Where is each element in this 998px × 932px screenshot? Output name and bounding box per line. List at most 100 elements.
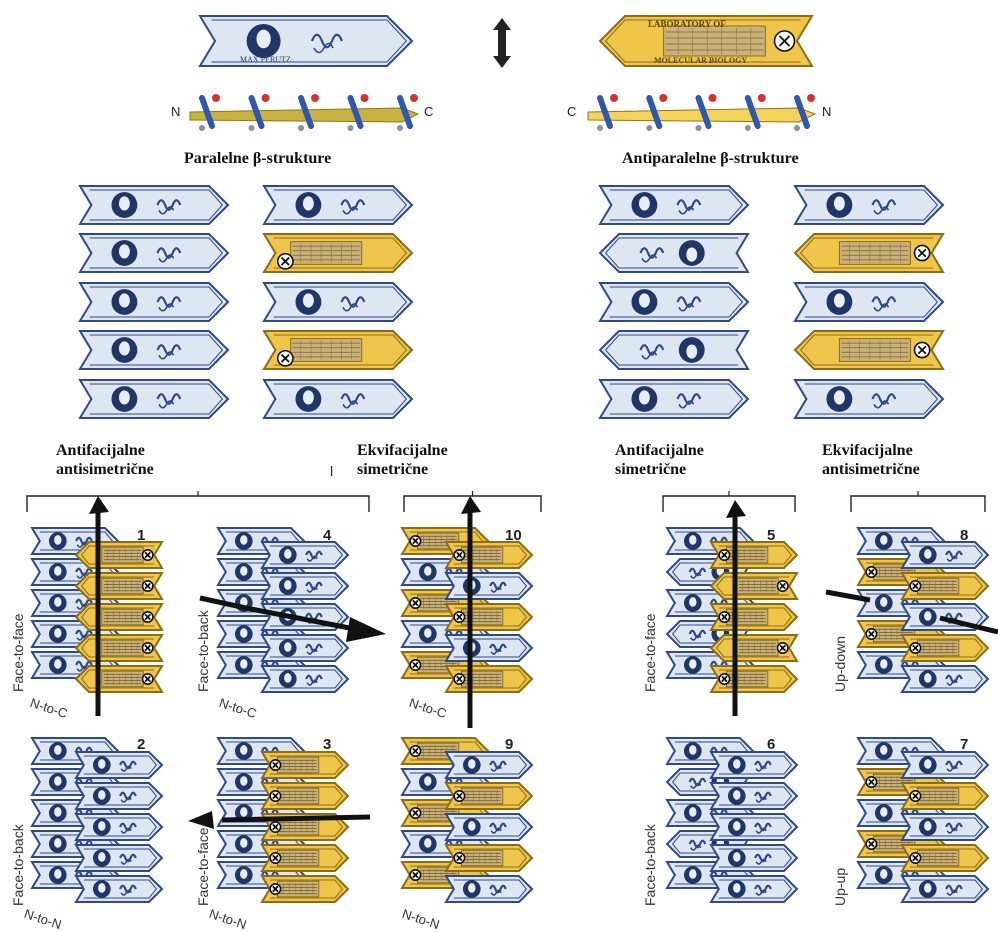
protein-ribbon — [678, 303, 695, 312]
oxygen-atom — [610, 94, 618, 102]
x-badge-mark — [412, 661, 419, 669]
class-bracket — [26, 495, 370, 512]
protein-ribbon — [873, 303, 890, 312]
portrait-face — [924, 611, 932, 621]
symmetry-axis — [221, 814, 371, 823]
protein-ribbon — [690, 634, 702, 641]
banknote-outline — [198, 15, 414, 67]
oxygen-atom — [659, 94, 668, 102]
portrait-face — [284, 642, 292, 652]
class-bracket — [662, 495, 796, 512]
class-label-antifacial-antisymmetric: Antifacijalne antisimetrične — [56, 442, 154, 478]
protein-ribbon — [946, 827, 958, 834]
banknote-border — [609, 383, 744, 415]
portrait-face — [880, 659, 888, 669]
axis-arrowhead — [188, 811, 214, 829]
backbone-bond — [744, 95, 761, 129]
blue-banknote — [260, 541, 350, 569]
portrait-face — [54, 597, 62, 607]
symmetry-axis — [199, 595, 247, 611]
backbone-bond — [347, 95, 364, 129]
portrait-face — [240, 838, 248, 848]
banknote-border — [453, 817, 528, 837]
x-badge-mark — [456, 551, 463, 559]
protein-ribbon — [676, 296, 702, 308]
banknote-border — [273, 286, 408, 318]
strand-left-n-label: N — [171, 104, 181, 119]
x-badge-mark — [280, 256, 290, 266]
panel-side-label: Face-to-face — [642, 613, 658, 692]
portrait-face — [54, 807, 62, 817]
backbone-bond — [397, 95, 413, 129]
protein-ribbon — [120, 858, 132, 865]
portrait-face — [240, 628, 248, 638]
portrait-face — [468, 759, 476, 769]
portrait-face — [468, 821, 476, 831]
blue-banknote — [74, 844, 164, 872]
banknote-outline — [262, 185, 414, 225]
blue-banknote — [598, 233, 750, 273]
backbone-bond — [695, 95, 712, 129]
protein-ribbon — [306, 679, 318, 686]
strand-right-c-label: C — [567, 104, 577, 119]
gold-banknote — [444, 782, 534, 810]
beta-strand-model — [587, 94, 817, 131]
portrait-face — [880, 807, 888, 817]
banknote-border — [909, 638, 984, 658]
protein-ribbon — [342, 303, 359, 312]
building-facade — [838, 338, 911, 362]
x-badge-mark — [272, 854, 279, 862]
banknote-border — [453, 786, 528, 806]
protein-ribbon — [873, 206, 890, 215]
protein-ribbon — [156, 344, 182, 356]
class-label-equifacial-antisymmetric: Ekvifacijalne antisimetrične — [822, 442, 920, 478]
panel-number: 5 — [767, 527, 776, 544]
portrait-face — [689, 807, 697, 817]
panel-side-label: Face-to-face — [10, 613, 26, 692]
heading-antiparallel: Antiparalelne β-strukture — [622, 150, 799, 167]
banknote-border — [269, 879, 344, 899]
protein-ribbon — [156, 199, 182, 211]
portrait-face — [924, 549, 932, 559]
panel-number: 4 — [323, 527, 332, 544]
protein-ribbon — [313, 42, 334, 54]
blue-banknote — [598, 330, 750, 370]
gold-banknote — [793, 330, 945, 370]
banknote-border — [609, 286, 744, 318]
x-badge-mark — [912, 644, 919, 652]
banknote-border — [718, 755, 793, 775]
protein-ribbon — [158, 400, 175, 409]
protein-ribbon — [946, 679, 958, 686]
protein-ribbon — [688, 777, 707, 787]
protein-ribbon — [945, 674, 963, 684]
oxygen-atom — [311, 94, 319, 102]
protein-ribbon — [676, 393, 702, 405]
portrait-face — [689, 745, 697, 755]
x-badge-mark — [272, 885, 279, 893]
banknote-border — [89, 334, 224, 366]
x-badge-mark — [412, 747, 419, 755]
banknote-border — [671, 772, 746, 792]
blue-banknote — [74, 813, 164, 841]
blue-banknote — [900, 665, 990, 693]
gold-banknote — [262, 330, 414, 370]
portrait-face — [240, 597, 248, 607]
protein-ribbon — [76, 603, 88, 610]
carbon-atom — [347, 125, 354, 131]
portrait-face — [118, 390, 130, 405]
banknote-outline — [78, 185, 230, 225]
portrait-face — [54, 838, 62, 848]
portrait-face — [284, 549, 292, 559]
portrait-face — [54, 745, 62, 755]
protein-ribbon — [946, 555, 958, 562]
gold-banknote — [444, 844, 534, 872]
banknote-border — [715, 638, 790, 658]
banknote-border — [909, 755, 984, 775]
banknote-outline — [793, 282, 945, 322]
class-label-equifacial-symmetric: Ekvifacijalne simetrične — [357, 442, 448, 478]
gold-banknote — [74, 603, 164, 631]
blue-banknote — [444, 751, 534, 779]
protein-ribbon — [119, 760, 137, 770]
blue-banknote — [444, 813, 534, 841]
protein-ribbon — [754, 791, 772, 801]
